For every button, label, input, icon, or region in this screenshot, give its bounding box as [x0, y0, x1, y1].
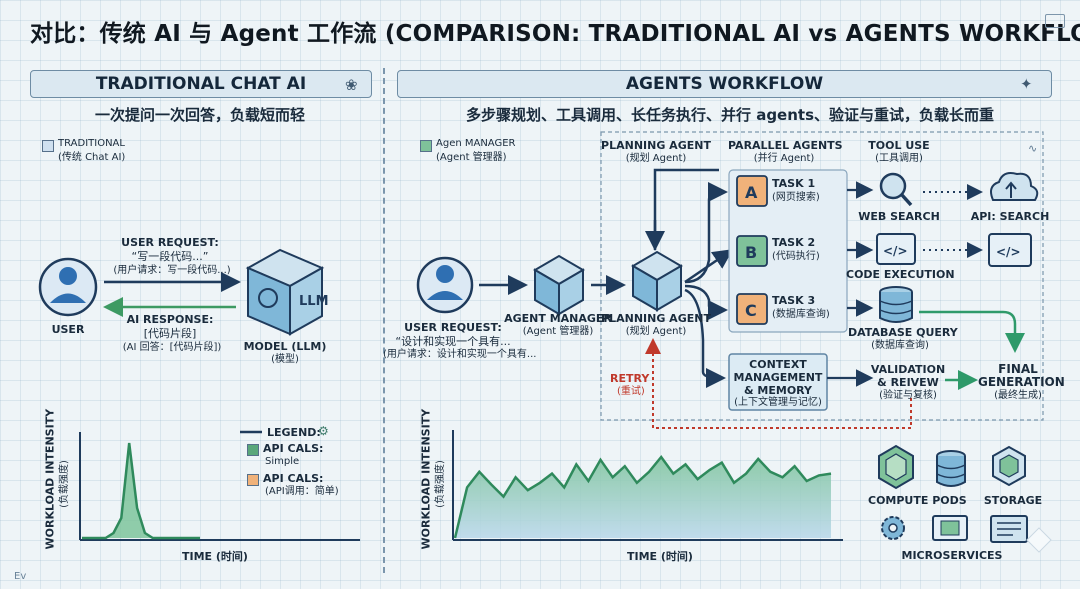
col-tool-cn: (工具调用) — [854, 153, 944, 165]
user-label: USER — [38, 323, 98, 336]
validation-line2: & REIVEW — [866, 376, 950, 389]
task2-cn: (代码执行) — [772, 251, 820, 263]
col-planning-cn: (规划 Agent) — [600, 153, 712, 165]
cube-label: LLM — [299, 294, 329, 309]
storage-cylinders-icon — [937, 451, 965, 486]
storage-box-icon — [993, 447, 1025, 485]
left-chart-ylabel-cn: (负载强度) — [59, 434, 71, 534]
task3-title: TASK 3 — [772, 294, 815, 307]
right-diagram: A B C </> — [383, 0, 1080, 589]
database-query-cn: (数据库查询) — [848, 340, 952, 352]
svg-text:B: B — [745, 243, 757, 262]
left-chart-marks — [82, 443, 200, 538]
left-response-cn: (AI 回答：[代码片段]) — [106, 342, 238, 354]
col-parallel-cn: (并行 Agent) — [728, 153, 840, 165]
svg-text:</>: </> — [996, 245, 1021, 259]
microservice-code-icon — [933, 516, 967, 540]
left-response-text: [代码片段] — [110, 327, 230, 340]
context-cn: (上下文管理与记忆) — [729, 397, 827, 409]
left-diagram: LLM — [0, 0, 383, 589]
right-chart-ylabel: WORKLOAD INTENSITY — [420, 420, 433, 550]
legend-people-icon: ⚙ — [318, 424, 329, 438]
left-request-title: USER REQUEST: — [110, 236, 230, 249]
legend-item1: API CALS: — [263, 442, 323, 455]
model-cn: (模型) — [240, 354, 330, 366]
legend-title: LEGEND: — [267, 426, 321, 439]
right-chart-ylabel-cn: (负载强度) — [435, 434, 447, 534]
task1-cn: (网页搜索) — [772, 192, 820, 204]
retry-label: RETRY — [610, 372, 649, 385]
microservice-panel-icon — [991, 516, 1027, 542]
left-response-title: AI RESPONSE: — [110, 313, 230, 326]
task1-title: TASK 1 — [772, 177, 815, 190]
web-search-icon — [881, 174, 911, 205]
legend-item2-sub: (API调用：简单) — [265, 486, 339, 498]
api-search-cloud-icon — [991, 173, 1037, 200]
task2-title: TASK 2 — [772, 236, 815, 249]
context-line2: MANAGEMENT — [729, 371, 827, 384]
col-parallel-title: PARALLEL AGENTS — [728, 139, 840, 152]
storage-label: STORAGE — [978, 494, 1048, 507]
legend-item2: API CALS: — [263, 472, 323, 485]
right-request-text: “设计和实现一个具有... — [390, 335, 516, 348]
final-cn: (最终生成) — [978, 390, 1058, 402]
right-request-cn: (用户请求：设计和实现一个具有... — [383, 349, 536, 361]
manager-title: AGENT MANAGER — [503, 312, 613, 325]
legend-swatch-green — [247, 444, 259, 456]
right-request-title: USER REQUEST: — [394, 321, 512, 334]
retry-cn: (重试) — [617, 386, 645, 398]
task3-cn: (数据库查询) — [772, 309, 830, 321]
context-line1: CONTEXT — [729, 358, 827, 371]
microservices-label: MICROSERVICES — [892, 549, 1012, 562]
final-line2: GENERATION — [978, 376, 1058, 389]
llm-cube-icon: LLM — [248, 250, 329, 334]
left-request-text: “写一段代码...” — [110, 250, 230, 263]
web-search-label: WEB SEARCH — [854, 210, 944, 223]
compute-pods-label: COMPUTE PODS — [868, 494, 964, 507]
chart-mini-icon: ∿ — [1028, 142, 1037, 155]
planning-cn: (规划 Agent) — [600, 326, 712, 338]
task-b-badge-icon: B — [737, 236, 767, 266]
col-planning-title: PLANNING AGENT — [600, 139, 712, 152]
validation-line1: VALIDATION — [866, 363, 950, 376]
planning-title: PLANNING AGENT — [600, 312, 712, 325]
footer-left: Ev — [14, 571, 26, 583]
compute-pods-icon — [879, 446, 913, 488]
microservice-gear-icon — [882, 517, 904, 539]
left-request-cn: (用户请求：写一段代码...) — [108, 265, 236, 277]
agent-manager-icon — [535, 256, 583, 314]
task-a-badge-icon: A — [737, 176, 767, 206]
workload-area-right — [455, 457, 831, 538]
right-chart-marks — [455, 457, 831, 538]
svg-text:</>: </> — [883, 244, 908, 258]
user-icon — [40, 259, 96, 315]
workload-line-left — [82, 443, 200, 538]
right-user-icon — [418, 258, 472, 312]
model-title: MODEL (LLM) — [240, 340, 330, 353]
svg-text:C: C — [745, 301, 757, 320]
left-chart-xlabel: TIME (时间) — [160, 550, 270, 563]
right-chart-xlabel: TIME (时间) — [605, 550, 715, 563]
task-c-badge-icon: C — [737, 294, 767, 324]
context-line3: & MEMORY — [729, 384, 827, 397]
database-query-label: DATABASE QUERY — [848, 326, 952, 339]
code-execution-label: CODE EXECUTION — [846, 268, 950, 281]
manager-cn: (Agent 管理器) — [503, 326, 613, 338]
legend-swatch-orange — [247, 474, 259, 486]
col-tool-title: TOOL USE — [854, 139, 944, 152]
svg-text:A: A — [745, 183, 758, 202]
validation-cn: (验证与复核) — [866, 390, 950, 402]
planning-agent-icon — [633, 252, 681, 310]
database-icon — [880, 287, 912, 322]
left-chart-ylabel: WORKLOAD INTENSITY — [44, 420, 57, 550]
code-execution-icon: </> — [877, 234, 915, 264]
legend-item1-sub: Simple — [265, 456, 299, 468]
api-search-label: API: SEARCH — [970, 210, 1050, 223]
api-code-icon: </> — [989, 234, 1031, 266]
